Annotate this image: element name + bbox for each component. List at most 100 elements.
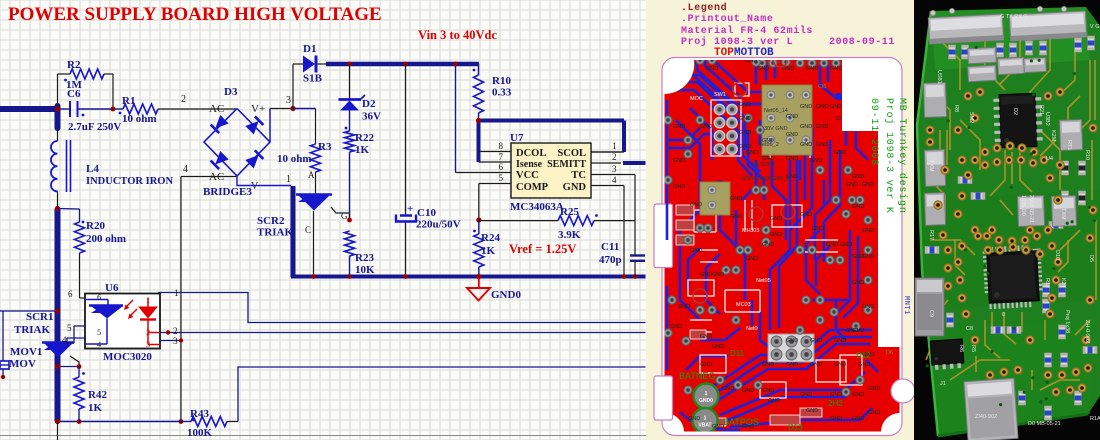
svg-text:GND: GND xyxy=(852,280,864,286)
svg-text:0: 0 xyxy=(1002,312,1005,318)
svg-text:6: 6 xyxy=(68,289,73,299)
svg-text:10 ohm: 10 ohm xyxy=(122,113,157,125)
svg-text:D12: D12 xyxy=(856,351,871,360)
svg-text:2: 2 xyxy=(173,326,178,336)
svg-text:GND: GND xyxy=(700,334,712,340)
svg-text:1M: 1M xyxy=(66,79,83,91)
svg-text:GND: GND xyxy=(846,182,858,188)
svg-text:Material FR-4 62mils: Material FR-4 62mils xyxy=(681,25,813,37)
svg-text:R25: R25 xyxy=(560,206,579,218)
svg-text:GND: GND xyxy=(786,338,798,344)
svg-text:GND: GND xyxy=(762,388,774,394)
svg-text:.Printout_Name: .Printout_Name xyxy=(681,13,773,25)
svg-text:Ci6: Ci6 xyxy=(818,84,826,90)
svg-text:GND: GND xyxy=(690,248,702,254)
svg-text:R21: R21 xyxy=(1038,105,1044,115)
svg-text:GND: GND xyxy=(722,386,734,392)
svg-text:AC: AC xyxy=(209,103,224,115)
svg-text:2: 2 xyxy=(146,327,150,337)
svg-text:3: 3 xyxy=(146,339,150,349)
svg-text:GND: GND xyxy=(786,362,798,368)
svg-text:GND: GND xyxy=(816,104,828,110)
svg-text:2.7uF 250V: 2.7uF 250V xyxy=(68,121,121,133)
svg-text:3: 3 xyxy=(173,336,178,346)
svg-text:GND: GND xyxy=(768,398,780,404)
svg-text:GND: GND xyxy=(868,410,880,416)
svg-text:5: 5 xyxy=(67,323,72,333)
svg-text:MOC: MOC xyxy=(690,96,703,102)
svg-text:GND: GND xyxy=(770,216,782,222)
svg-text:GND: GND xyxy=(670,324,682,330)
svg-text:K2M: K2M xyxy=(1050,130,1056,142)
svg-text:3: 3 xyxy=(286,95,291,106)
svg-text:SM2: SM2 xyxy=(968,112,974,123)
svg-text:MC34063A: MC34063A xyxy=(510,201,564,213)
svg-text:2008-09-11: 2008-09-11 xyxy=(829,37,895,48)
svg-text:D2: D2 xyxy=(1012,108,1018,115)
svg-text:GND: GND xyxy=(745,58,757,64)
svg-text:Vref = 1.25V: Vref = 1.25V xyxy=(509,242,576,256)
svg-text:GND: GND xyxy=(852,174,864,180)
svg-text:GND: GND xyxy=(700,362,712,368)
svg-text:GND: GND xyxy=(800,392,812,398)
svg-text:D0 MB-05-21: D0 MB-05-21 xyxy=(1028,421,1061,427)
svg-text:GND: GND xyxy=(739,144,751,150)
svg-text:D5: D5 xyxy=(1088,255,1094,262)
svg-text:MOC3020: MOC3020 xyxy=(103,351,152,363)
svg-text:Net0: Net0 xyxy=(746,326,758,332)
svg-text:GND: GND xyxy=(806,408,818,414)
svg-text:GND: GND xyxy=(858,362,870,368)
svg-text:5: 5 xyxy=(499,173,504,183)
svg-text:GND: GND xyxy=(770,232,782,238)
svg-text:GND: GND xyxy=(830,392,842,398)
svg-text:C6: C6 xyxy=(67,88,81,100)
svg-text:R5: R5 xyxy=(970,345,976,352)
svg-text:GND: GND xyxy=(730,196,742,202)
svg-text:GND: GND xyxy=(840,242,852,248)
svg-text:1: 1 xyxy=(705,391,708,397)
svg-text:GND: GND xyxy=(800,124,812,130)
svg-text:Proj 1x38: Proj 1x38 xyxy=(1064,310,1070,333)
svg-text:.Legend: .Legend xyxy=(681,2,727,14)
svg-text:GND: GND xyxy=(800,142,812,148)
svg-text:GND: GND xyxy=(862,182,874,188)
svg-text:2: 2 xyxy=(612,152,617,162)
svg-text:GND: GND xyxy=(739,130,751,136)
svg-text:GND: GND xyxy=(786,174,798,180)
svg-text:2: 2 xyxy=(181,94,186,105)
svg-text:C8: C8 xyxy=(966,326,973,332)
svg-text:GND: GND xyxy=(678,304,690,310)
svg-text:100K: 100K xyxy=(187,427,213,439)
svg-text:1: 1 xyxy=(286,174,291,185)
svg-text:GND: GND xyxy=(816,142,828,148)
svg-text:8: 8 xyxy=(499,141,504,151)
svg-text:MNT1: MNT1 xyxy=(902,296,910,315)
svg-text:6: 6 xyxy=(499,162,504,172)
svg-text:U6: U6 xyxy=(105,282,119,294)
svg-text:GND: GND xyxy=(830,416,842,422)
svg-text:GND: GND xyxy=(746,256,758,262)
svg-text:MOV1: MOV1 xyxy=(10,346,42,358)
svg-text:5: 5 xyxy=(97,327,101,337)
svg-text:R10: R10 xyxy=(1084,150,1090,160)
svg-text:MC03: MC03 xyxy=(736,302,751,308)
svg-text:TXM: TXM xyxy=(928,160,934,172)
svg-text:220u/50V: 220u/50V xyxy=(416,219,461,231)
svg-text:1: 1 xyxy=(174,288,179,298)
svg-text:6: 6 xyxy=(97,292,101,302)
svg-text:GND: GND xyxy=(800,212,812,218)
svg-text:GND: GND xyxy=(762,242,774,248)
svg-text:R17: R17 xyxy=(928,230,934,240)
svg-text:3: 3 xyxy=(612,164,617,174)
svg-text:1K: 1K xyxy=(481,245,496,257)
svg-text:4: 4 xyxy=(62,335,67,345)
svg-text:GND: GND xyxy=(862,304,874,310)
svg-text:Proj 1098-3 ver L: Proj 1098-3 ver L xyxy=(681,36,793,48)
svg-text:U4: U4 xyxy=(1046,156,1053,162)
svg-text:2018-05-21: 2018-05-21 xyxy=(1028,195,1034,223)
svg-text:GND: GND xyxy=(673,184,685,190)
svg-text:S1B: S1B xyxy=(303,73,323,85)
svg-text:Isense: Isense xyxy=(516,159,543,170)
svg-text:GND: GND xyxy=(852,204,864,210)
svg-text:C11: C11 xyxy=(601,241,619,253)
